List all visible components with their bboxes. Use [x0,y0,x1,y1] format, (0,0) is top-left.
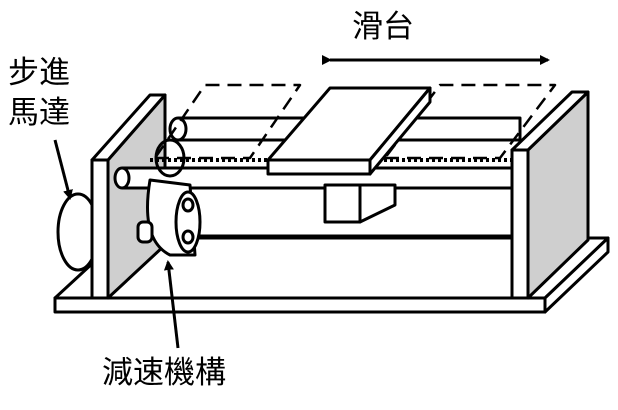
base-plate-side [543,236,610,314]
slide-block [323,183,362,224]
slide-table-label: 滑台 [352,9,414,45]
reduction-mechanism-label: 減速機構 [102,355,226,391]
motor-pointer-arrow [53,139,73,200]
slide-table-front [266,158,372,176]
reduction-pointer-arrow [163,260,180,349]
stepper-motor-label-2: 馬達 [8,95,70,131]
right-wall-front [510,148,530,300]
slide-table-side [368,86,432,176]
left-wall-front [90,158,110,300]
base-plate-front [53,296,547,314]
slide-block-side [358,183,397,224]
stepper-motor-label-1: 步進 [8,55,70,91]
